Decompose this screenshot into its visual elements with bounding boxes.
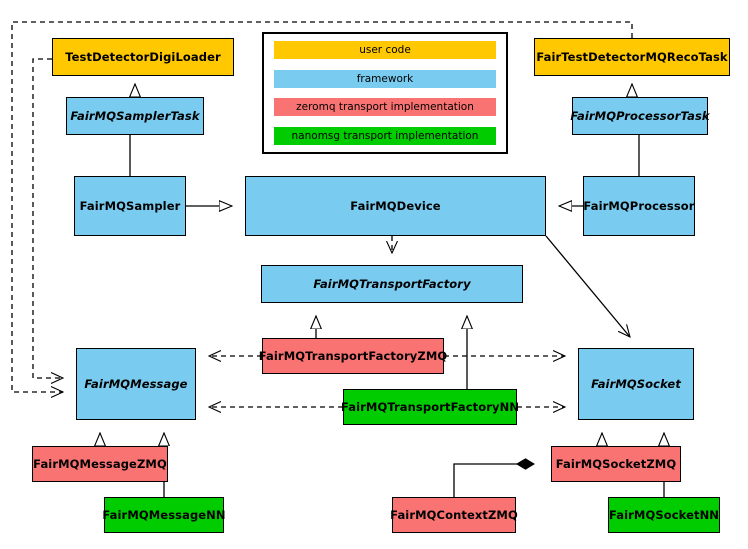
class-box-fairmqdevice[interactable]: FairMQDevice bbox=[245, 176, 546, 236]
class-box-fairtestdetectormqrecotask[interactable]: FairTestDetectorMQRecoTask bbox=[534, 38, 730, 76]
class-name-label: FairMQSamplerTask bbox=[70, 108, 200, 123]
legend-label: user code bbox=[359, 44, 411, 56]
class-box-fairmqmessagezmq[interactable]: FairMQMessageZMQ bbox=[32, 446, 168, 482]
class-name-label: FairMQMessage bbox=[84, 376, 188, 391]
class-box-fairmqprocessor[interactable]: FairMQProcessor bbox=[583, 176, 695, 236]
class-box-fairmqmessage[interactable]: FairMQMessage bbox=[76, 348, 196, 420]
edge-digiloader-to-message bbox=[32, 58, 63, 378]
class-box-testdetectordigiloader[interactable]: TestDetectorDigiLoader bbox=[52, 38, 234, 76]
edge-device-to-socket bbox=[545, 235, 630, 337]
legend-item-user-code: user code bbox=[274, 41, 496, 59]
class-box-fairmqmessagenn[interactable]: FairMQMessageNN bbox=[102, 497, 226, 533]
class-box-fairmqsocketzmq[interactable]: FairMQSocketZMQ bbox=[551, 446, 681, 482]
class-name-label: FairTestDetectorMQRecoTask bbox=[536, 49, 728, 64]
legend-label: framework bbox=[356, 72, 414, 85]
class-name-label: FairMQSampler bbox=[79, 198, 181, 213]
class-box-fairmqsamplertask[interactable]: FairMQSamplerTask bbox=[66, 97, 204, 135]
class-box-fairmqtransportfactoryzmq[interactable]: FairMQTransportFactoryZMQ bbox=[259, 338, 447, 374]
legend-label: zeromq transport implementation bbox=[296, 101, 474, 114]
class-name-label: FairMQSocketZMQ bbox=[555, 456, 677, 471]
class-name-label: FairMQTransportFactory bbox=[313, 276, 471, 291]
class-name-label: FairMQContextZMQ bbox=[390, 507, 518, 522]
class-name-label: FairMQMessageNN bbox=[102, 507, 226, 522]
class-name-label: FairMQDevice bbox=[350, 198, 441, 213]
legend-item-framework: framework bbox=[274, 69, 496, 88]
class-name-label: FairMQMessageZMQ bbox=[33, 456, 167, 471]
class-name-label: FairMQProcessorTask bbox=[570, 108, 710, 123]
class-box-fairmqcontextzmq[interactable]: FairMQContextZMQ bbox=[390, 497, 518, 533]
class-name-label: FairMQTransportFactoryNN bbox=[340, 399, 520, 414]
legend-item-nanomsg: nanomsg transport implementation bbox=[274, 126, 496, 145]
class-name-label: FairMQTransportFactoryZMQ bbox=[258, 348, 448, 363]
class-box-fairmqsocket[interactable]: FairMQSocket bbox=[578, 348, 694, 420]
class-name-label: TestDetectorDigiLoader bbox=[65, 49, 221, 64]
class-box-fairmqprocessortask[interactable]: FairMQProcessorTask bbox=[570, 97, 710, 135]
class-box-fairmqtransportfactory[interactable]: FairMQTransportFactory bbox=[261, 265, 523, 303]
class-box-fairmqtransportfactorynn[interactable]: FairMQTransportFactoryNN bbox=[340, 389, 520, 425]
class-box-fairmqsampler[interactable]: FairMQSampler bbox=[74, 176, 186, 236]
class-name-label: FairMQSocket bbox=[591, 376, 681, 391]
class-box-fairmqsocketnn[interactable]: FairMQSocketNN bbox=[608, 497, 720, 533]
legend-panel: user code framework zeromq transport imp… bbox=[262, 32, 508, 154]
legend-label: nanomsg transport implementation bbox=[291, 129, 479, 142]
legend-item-zeromq: zeromq transport implementation bbox=[274, 98, 496, 117]
class-name-label: FairMQProcessor bbox=[583, 198, 695, 213]
edge-socketzmq-to-contextzmq bbox=[453, 464, 534, 497]
class-name-label: FairMQSocketNN bbox=[608, 507, 720, 522]
